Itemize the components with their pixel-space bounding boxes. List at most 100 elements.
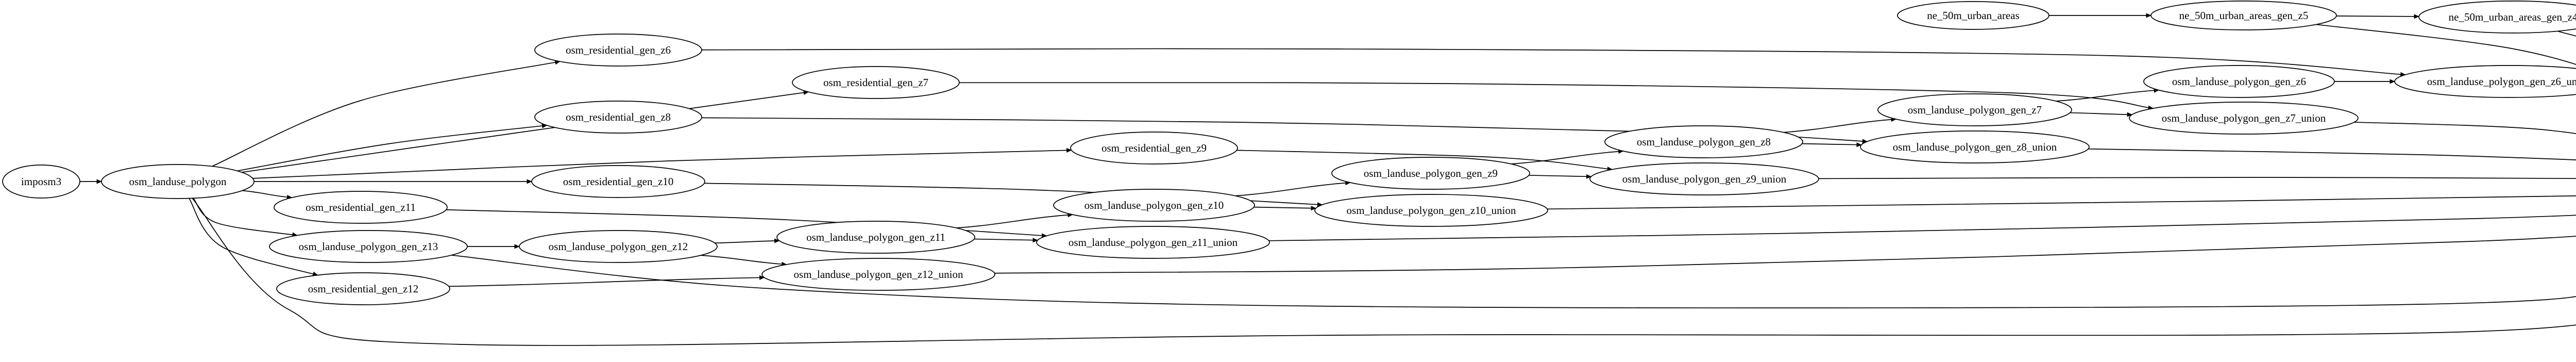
edge-osm_landuse_polygon_gen_z11_union-to-layer_landuse-z11 (1268, 215, 2576, 241)
edge-osm_landuse_polygon_gen_z8_union-to-layer_landuse-z8 (2088, 148, 2576, 160)
edge-osm_landuse_polygon_gen_z12-to-osm_landuse_polygon_gen_z12_union (701, 255, 787, 267)
node-label-osm_landuse_polygon_gen_z7_union: osm_landuse_polygon_gen_z7_union (2162, 112, 2326, 124)
edge-osm_landuse_polygon_gen_z9_union-to-layer_landuse-z9 (1818, 177, 2576, 179)
node-label-ne_50m_urban_areas_gen_z5: ne_50m_urban_areas_gen_z5 (2179, 9, 2309, 22)
node-shape-osm_landuse_polygon_gen_z9 (1331, 157, 1530, 190)
edge-osm_landuse_polygon-to-osm_residential_gen_z6 (212, 60, 561, 167)
edge-osm_landuse_polygon_gen_z10-to-osm_landuse_polygon_gen_z10_union (1253, 206, 1317, 211)
edge-osm_landuse_polygon_gen_z11-to-osm_landuse_polygon_gen_z10 (956, 212, 1073, 228)
node-shape-osm_residential_gen_z8 (534, 101, 702, 134)
edge-osm_landuse_polygon_gen_z9-to-osm_landuse_polygon_gen_z9_union (1529, 174, 1592, 179)
edge-ne_50m_urban_areas_gen_z5-to-layer_landuse-z5 (2316, 24, 2576, 65)
node-osm_residential_gen_z9: osm_residential_gen_z9 (1070, 131, 1238, 164)
node-label-osm_landuse_polygon_gen_z11_union: osm_landuse_polygon_gen_z11_union (1069, 236, 1238, 249)
node-ne_50m_urban_areas: ne_50m_urban_areas (1897, 1, 2049, 30)
edge-osm_landuse_polygon_gen_z7-to-osm_landuse_polygon_gen_z6 (2056, 88, 2160, 102)
edge-osm_landuse_polygon_gen_z12-to-osm_landuse_polygon_gen_z11 (715, 238, 780, 244)
node-shape-imposm3 (2, 164, 80, 199)
edge-osm_landuse_polygon_gen_z7_union-to-layer_landuse-z7 (2354, 122, 2576, 134)
node-osm_landuse_polygon_gen_z9_union: osm_landuse_polygon_gen_z9_union (1589, 162, 1819, 195)
edges-layer (79, 13, 2576, 346)
edge-osm_landuse_polygon-to-osm_residential_gen_z12 (189, 198, 318, 276)
node-osm_residential_gen_z6: osm_residential_gen_z6 (534, 34, 702, 67)
edge-osm_landuse_polygon_gen_z10-to-osm_landuse_polygon_gen_z9 (1235, 180, 1351, 196)
node-label-osm_landuse_polygon_gen_z13: osm_landuse_polygon_gen_z13 (299, 240, 438, 253)
node-shape-osm_landuse_polygon_gen_z12_union (761, 258, 995, 291)
node-shape-osm_landuse_polygon_gen_z6_union (2394, 65, 2576, 98)
node-label-osm_landuse_polygon_gen_z12_union: osm_landuse_polygon_gen_z12_union (794, 268, 963, 281)
edge-osm_residential_gen_z9-to-osm_landuse_polygon_gen_z9_union (1236, 150, 1613, 172)
node-label-osm_landuse_polygon_gen_z9: osm_landuse_polygon_gen_z9 (1364, 167, 1498, 179)
node-osm_landuse_polygon_gen_z11_union: osm_landuse_polygon_gen_z11_union (1036, 226, 1270, 259)
node-shape-ne_50m_urban_areas_gen_z4 (2418, 1, 2576, 34)
node-osm_residential_gen_z8: osm_residential_gen_z8 (534, 101, 702, 134)
node-label-osm_landuse_polygon_gen_z7: osm_landuse_polygon_gen_z7 (1908, 104, 2042, 116)
node-shape-osm_landuse_polygon_gen_z9_union (1589, 162, 1819, 195)
node-osm_landuse_polygon_gen_z8_union: osm_landuse_polygon_gen_z8_union (1860, 130, 2090, 163)
node-shape-ne_50m_urban_areas_gen_z5 (2150, 1, 2337, 30)
node-label-osm_landuse_polygon_gen_z10_union: osm_landuse_polygon_gen_z10_union (1347, 204, 1516, 217)
node-label-imposm3: imposm3 (21, 175, 61, 188)
node-ne_50m_urban_areas_gen_z5: ne_50m_urban_areas_gen_z5 (2150, 1, 2337, 30)
node-ne_50m_urban_areas_gen_z4: ne_50m_urban_areas_gen_z4 (2418, 1, 2576, 34)
node-label-osm_landuse_polygon: osm_landuse_polygon (129, 175, 227, 188)
node-shape-osm_landuse_polygon_gen_z6 (2143, 65, 2335, 98)
node-shape-osm_landuse_polygon_gen_z8 (1604, 125, 1803, 158)
node-osm_landuse_polygon_gen_z10_union: osm_landuse_polygon_gen_z10_union (1314, 194, 1548, 227)
edge-osm_landuse_polygon-to-layer_landuse-z14+ (192, 198, 2576, 346)
node-imposm3: imposm3 (2, 164, 80, 199)
node-shape-osm_residential_gen_z12 (276, 272, 450, 305)
node-label-osm_landuse_polygon_gen_z12: osm_landuse_polygon_gen_z12 (549, 240, 688, 253)
node-osm_landuse_polygon_gen_z9: osm_landuse_polygon_gen_z9 (1331, 157, 1530, 190)
edge-osm_landuse_polygon-to-osm_residential_gen_z11 (242, 190, 293, 200)
edge-osm_residential_gen_z6-to-osm_landuse_polygon_gen_z6_union (701, 48, 2406, 77)
edge-ne_50m_urban_areas_gen_z5-to-ne_50m_urban_areas_gen_z4 (2336, 14, 2420, 19)
node-shape-osm_residential_gen_z9 (1070, 131, 1238, 164)
edge-osm_landuse_polygon_gen_z10_union-to-layer_landuse-z10 (1547, 195, 2576, 210)
node-osm_landuse_polygon_gen_z8: osm_landuse_polygon_gen_z8 (1604, 125, 1803, 158)
node-label-osm_landuse_polygon_gen_z8: osm_landuse_polygon_gen_z8 (1637, 136, 1771, 148)
node-osm_residential_gen_z12: osm_residential_gen_z12 (276, 272, 450, 305)
node-label-osm_landuse_polygon_gen_z6: osm_landuse_polygon_gen_z6 (2172, 75, 2306, 88)
node-label-osm_residential_gen_z7: osm_residential_gen_z7 (823, 76, 928, 89)
node-label-ne_50m_urban_areas: ne_50m_urban_areas (1927, 9, 2020, 22)
node-shape-osm_landuse_polygon_gen_z7_union (2129, 102, 2359, 135)
edge-osm_landuse_polygon-to-osm_residential_gen_z9 (252, 148, 1072, 179)
node-shape-osm_landuse_polygon_gen_z10 (1053, 189, 1255, 222)
edge-osm_landuse_polygon_gen_z11-to-osm_landuse_polygon_gen_z11_union (974, 238, 1039, 243)
node-label-osm_landuse_polygon_gen_z6_union: osm_landuse_polygon_gen_z6_union (2427, 75, 2576, 88)
node-label-osm_landuse_polygon_gen_z10: osm_landuse_polygon_gen_z10 (1084, 199, 1224, 211)
node-osm_residential_gen_z10: osm_residential_gen_z10 (531, 165, 705, 198)
node-label-osm_landuse_polygon_gen_z11: osm_landuse_polygon_gen_z11 (806, 231, 945, 243)
edge-osm_landuse_polygon_gen_z13-to-layer_landuse-z13 (451, 254, 2576, 308)
node-shape-osm_residential_gen_z10 (531, 165, 705, 198)
node-shape-osm_landuse_polygon_gen_z8_union (1860, 130, 2090, 163)
node-shape-osm_residential_gen_z11 (274, 191, 448, 224)
edge-osm_landuse_polygon_gen_z8-to-osm_landuse_polygon_gen_z7 (1784, 117, 1897, 133)
node-shape-osm_landuse_polygon_gen_z7 (1877, 93, 2072, 126)
nodes-layer: imposm3 osm_landuse_polygon osm_residentia… (2, 1, 2576, 305)
node-shape-osm_landuse_polygon_gen_z11 (776, 221, 975, 254)
node-label-osm_residential_gen_z12: osm_residential_gen_z12 (308, 283, 419, 295)
node-shape-osm_residential_gen_z6 (534, 34, 702, 67)
node-osm_residential_gen_z11: osm_residential_gen_z11 (274, 191, 448, 224)
node-osm_landuse_polygon_gen_z12_union: osm_landuse_polygon_gen_z12_union (761, 258, 995, 291)
node-label-osm_residential_gen_z8: osm_residential_gen_z8 (566, 111, 671, 123)
node-shape-osm_residential_gen_z7 (792, 66, 960, 99)
node-label-osm_landuse_polygon_gen_z8_union: osm_landuse_polygon_gen_z8_union (1893, 141, 2057, 153)
node-osm_landuse_polygon_gen_z6_union: osm_landuse_polygon_gen_z6_union (2394, 65, 2576, 98)
node-label-osm_residential_gen_z9: osm_residential_gen_z9 (1101, 142, 1207, 154)
edge-osm_residential_gen_z11-to-osm_landuse_polygon_gen_z11_union (446, 209, 1047, 238)
edge-osm_landuse_polygon-to-osm_residential_gen_z7 (242, 90, 809, 173)
node-label-ne_50m_urban_areas_gen_z4: ne_50m_urban_areas_gen_z4 (2449, 11, 2576, 23)
node-osm_landuse_polygon_gen_z10: osm_landuse_polygon_gen_z10 (1053, 189, 1255, 222)
node-label-osm_landuse_polygon_gen_z9_union: osm_landuse_polygon_gen_z9_union (1622, 173, 1787, 185)
edge-osm_residential_gen_z7-to-osm_landuse_polygon_gen_z7_union (959, 82, 2154, 110)
node-osm_landuse_polygon_gen_z12: osm_landuse_polygon_gen_z12 (519, 230, 718, 263)
node-osm_landuse_polygon_gen_z11: osm_landuse_polygon_gen_z11 (776, 221, 975, 254)
node-shape-osm_landuse_polygon_gen_z12 (519, 230, 718, 263)
node-label-osm_residential_gen_z6: osm_residential_gen_z6 (566, 44, 671, 56)
node-osm_landuse_polygon_gen_z13: osm_landuse_polygon_gen_z13 (269, 230, 468, 263)
